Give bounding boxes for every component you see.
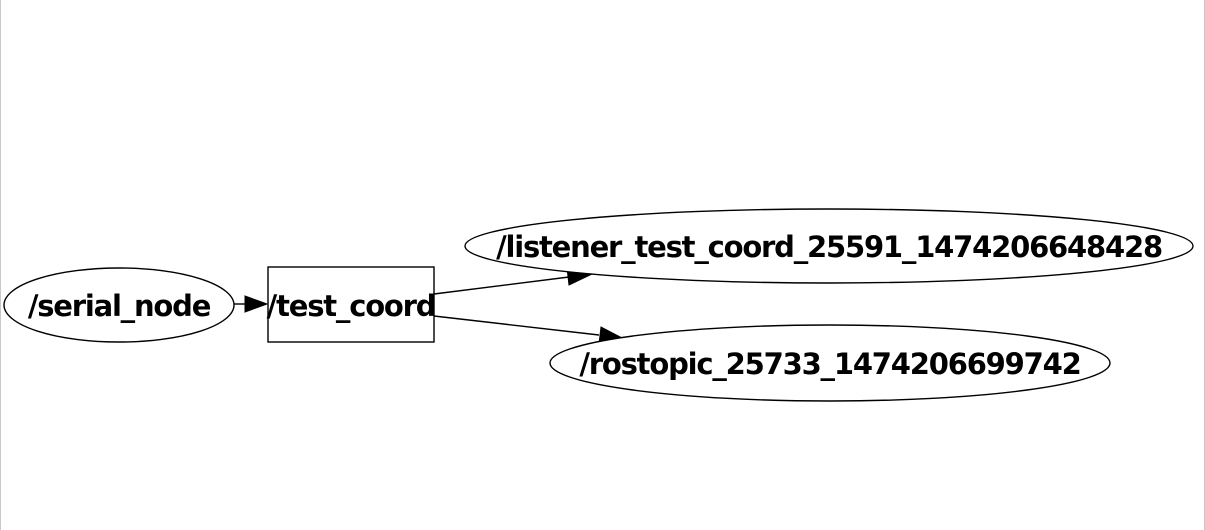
node-serial-node[interactable]: /serial_node — [3, 267, 235, 343]
edge-line — [433, 315, 600, 336]
node-ellipse — [3, 267, 235, 343]
edge-test-coord-to-rostopic — [433, 315, 624, 345]
node-label: /rostopic_25733_1474206699742 — [579, 347, 1080, 381]
topic-box — [267, 266, 435, 343]
node-label: /listener_test_coord_25591_1474206648428 — [496, 230, 1162, 264]
node-ellipse — [464, 208, 1194, 284]
edge-line — [433, 276, 570, 295]
arrowhead-icon — [244, 295, 269, 313]
node-listener[interactable]: /listener_test_coord_25591_1474206648428 — [464, 208, 1194, 284]
topic-label: /test_coord — [267, 289, 436, 323]
node-rostopic[interactable]: /rostopic_25733_1474206699742 — [549, 324, 1111, 402]
node-ellipse — [549, 324, 1111, 402]
node-label: /serial_node — [28, 289, 211, 323]
topic-test-coord[interactable]: /test_coord — [267, 266, 437, 343]
edge-serial-node-to-test-coord — [234, 295, 269, 313]
